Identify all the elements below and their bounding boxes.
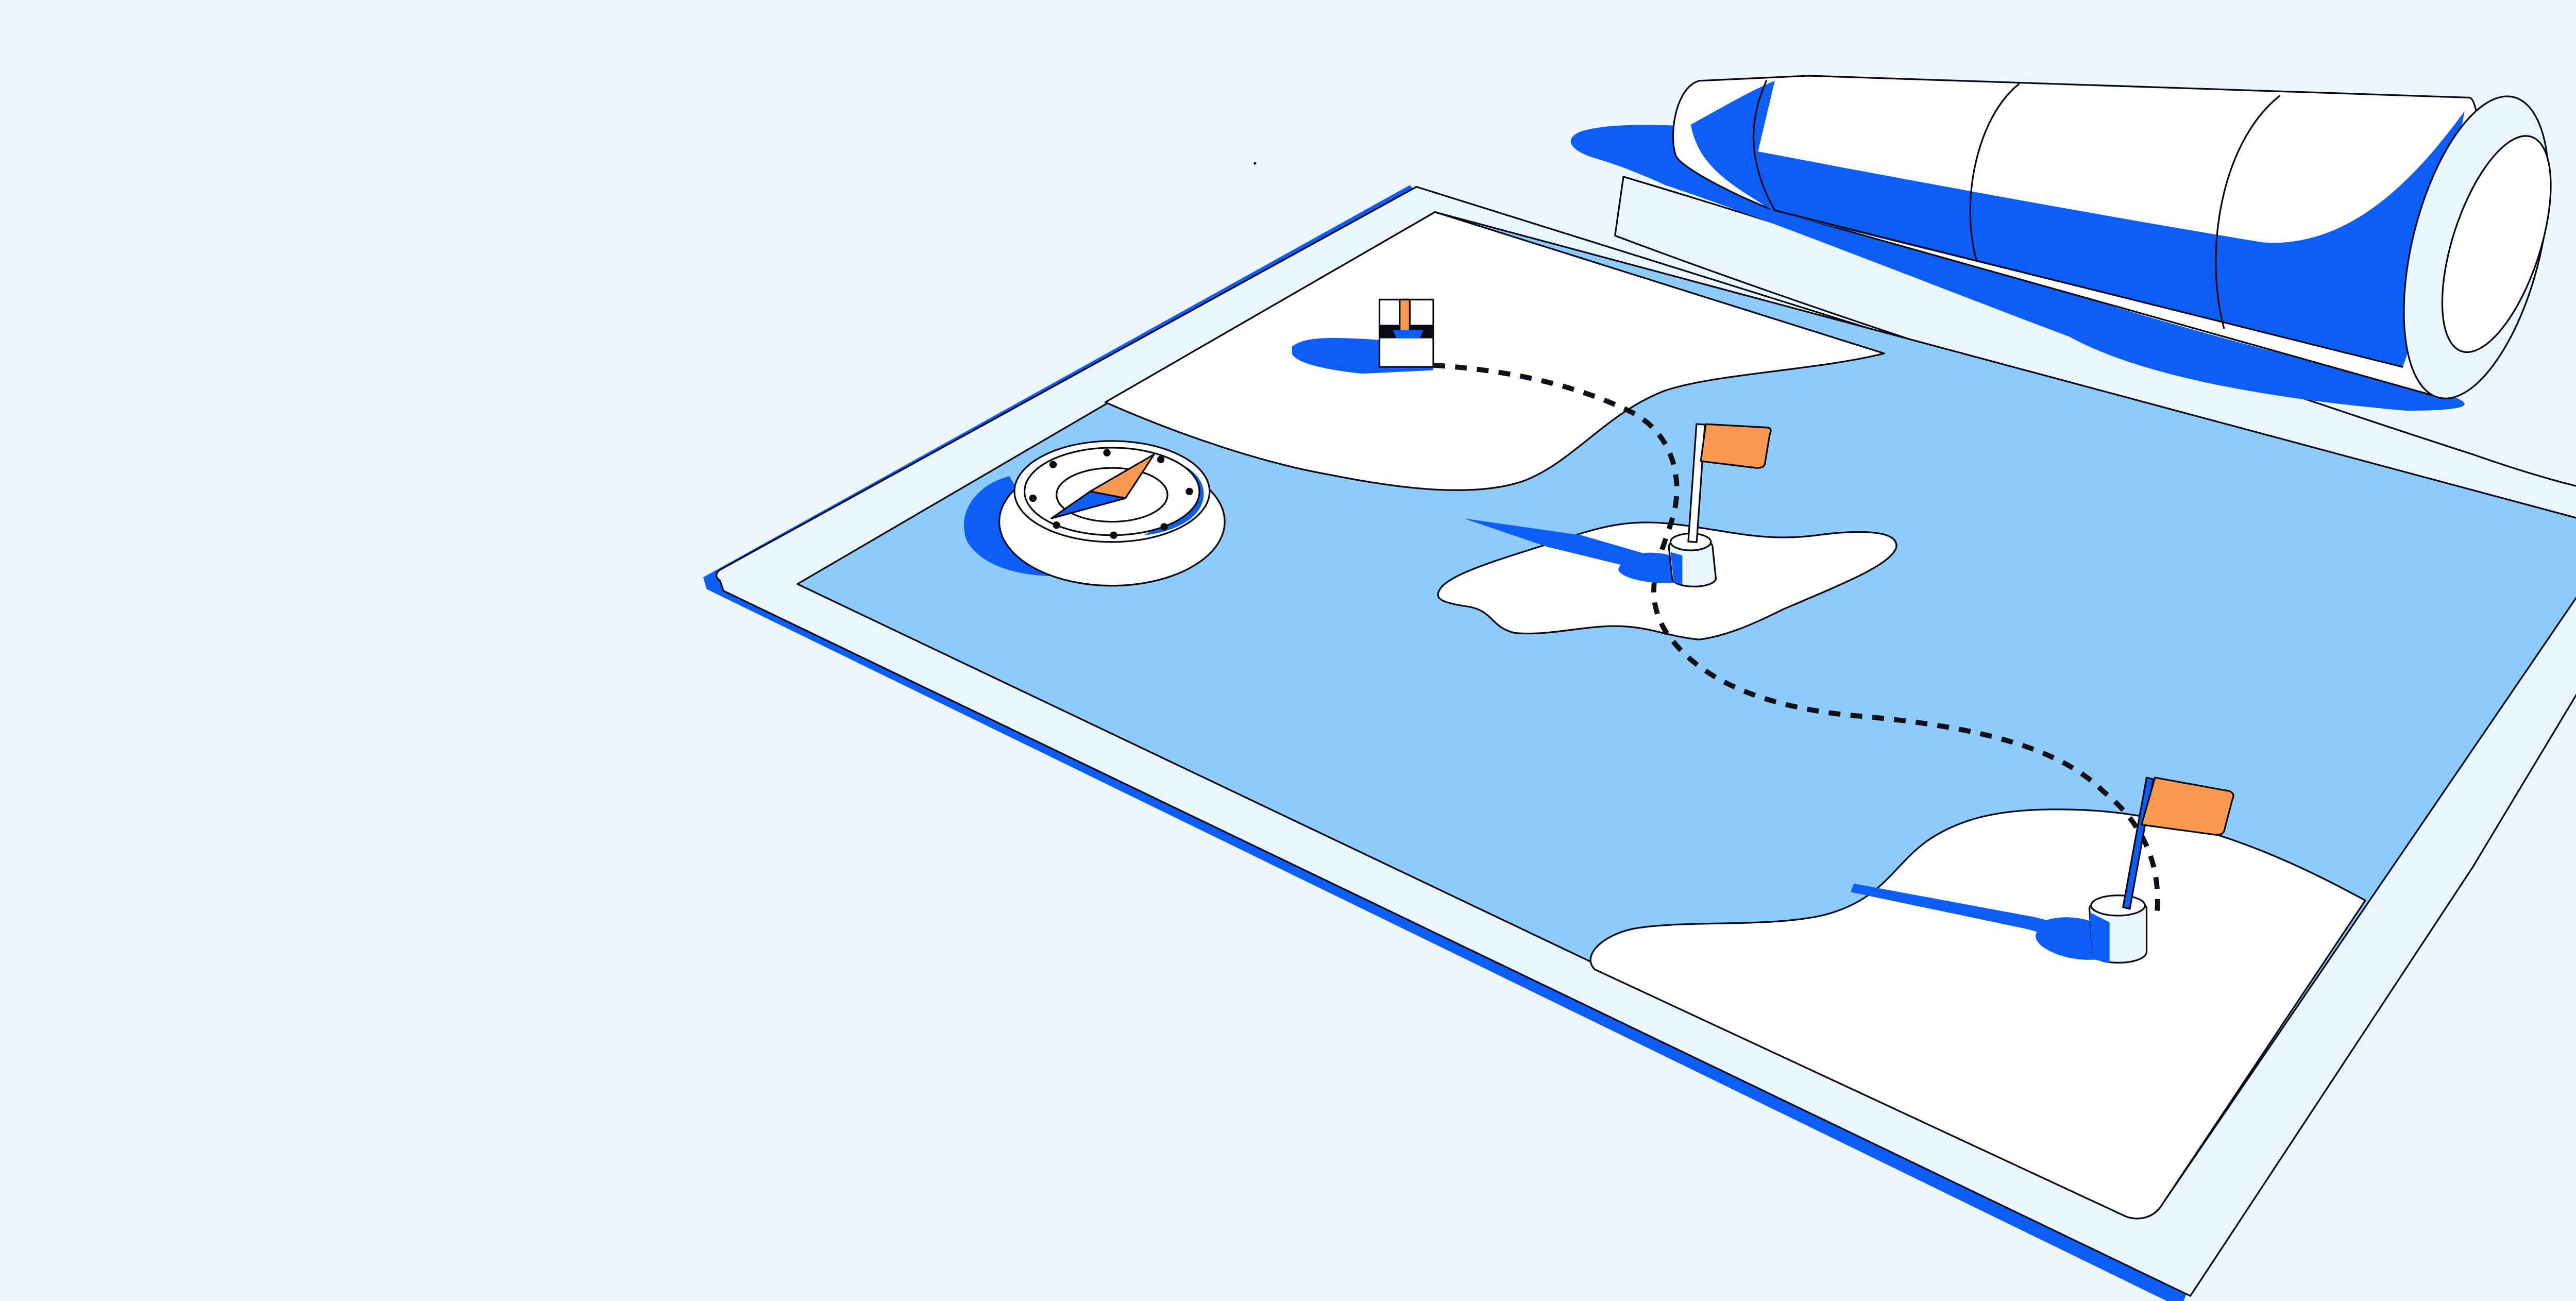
- flag-icon: [1850, 776, 2234, 964]
- rolled-map-end-cap-inner: [2441, 135, 2552, 353]
- rolled-map-segment-edge: [1774, 209, 2403, 368]
- rolled-map-inner-curl: [1690, 80, 2465, 367]
- flag-island-banner: [1700, 423, 1772, 469]
- compass-marker-ne: [1157, 455, 1165, 463]
- route-path-icon: [1433, 362, 2160, 918]
- flag-island-shadow-base: [1618, 552, 1683, 583]
- flag-south-stand-top: [2090, 894, 2146, 917]
- map-icon: [703, 185, 2576, 1301]
- compass-marker-s: [1110, 531, 1117, 539]
- rolled-map-shadow: [1570, 125, 2465, 411]
- flag-south-stand-shade: [2089, 912, 2110, 963]
- rolled-map-segment-1: [1752, 80, 1776, 211]
- flag-island-pole: [1687, 423, 1706, 543]
- compass-icon: [963, 440, 1226, 587]
- rolled-map-segment-3: [2215, 95, 2281, 329]
- rolled-map-icon: [1570, 75, 2576, 526]
- treasure-box-icon: [1292, 298, 1434, 374]
- flag-icon: [1463, 423, 1772, 587]
- map-land-south: [1589, 808, 2366, 1220]
- compass-marker-e: [1185, 487, 1193, 496]
- compass-marker-nw: [1049, 461, 1057, 468]
- flag-island-stand-shade: [1670, 552, 1683, 584]
- flag-south-banner: [2141, 776, 2234, 836]
- background-speck: [1253, 162, 1257, 165]
- compass-inner-ring: [1055, 467, 1168, 523]
- treasure-box-lock: [1393, 330, 1423, 339]
- flag-south-shadow-base: [2036, 917, 2103, 960]
- flag-island-shadow-pole: [1463, 518, 1674, 576]
- map-land-north: [1104, 211, 1885, 491]
- compass-marker-se: [1160, 523, 1168, 531]
- compass-needle-south: [1050, 491, 1127, 519]
- rolled-map-segment-2: [1969, 83, 2020, 262]
- compass-marker-sw: [1053, 521, 1060, 529]
- compass-marker-w: [1029, 494, 1037, 502]
- compass-marker-n: [1103, 449, 1111, 457]
